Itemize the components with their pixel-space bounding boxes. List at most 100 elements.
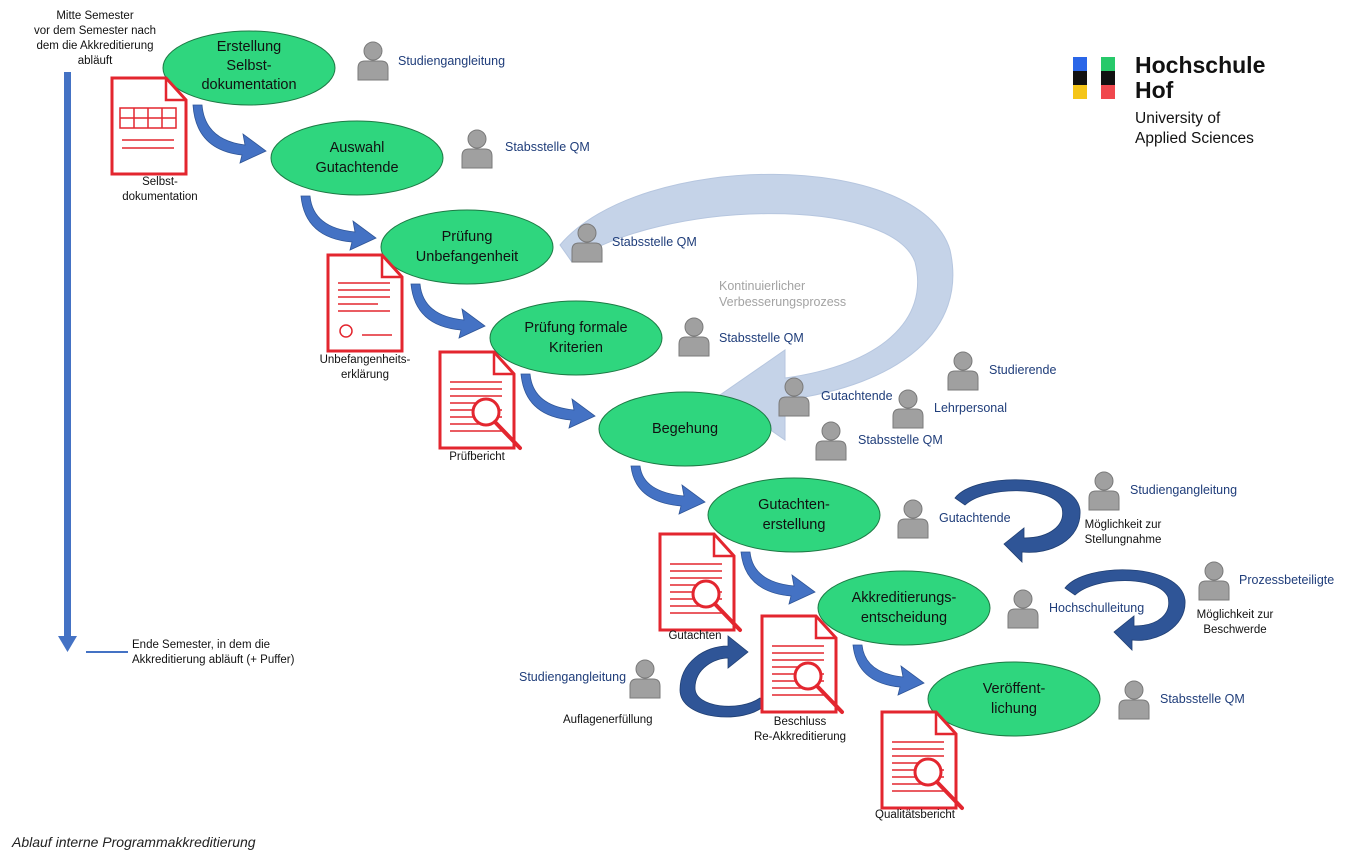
improvement-loop	[559, 173, 954, 441]
step-label-line: Erstellung	[216, 39, 282, 55]
stellungnahme-label: Möglichkeit zur Stellungnahme	[1068, 518, 1178, 548]
kvp-label-line: Kontinuierlicher	[719, 279, 806, 293]
step-label-7: Akkreditierungs- entscheidung	[818, 588, 990, 628]
step-arrows	[192, 104, 925, 696]
step-label-line: Gutachtende	[315, 160, 399, 176]
stellungnahme-label-line: Stellungnahme	[1084, 534, 1162, 546]
logo-name-line: Hochschule	[1135, 52, 1266, 78]
step-arrow-7	[852, 644, 925, 696]
step-label-line: Begehung	[651, 421, 719, 437]
documents	[110, 76, 964, 810]
role-label: Stabsstelle QM	[858, 433, 943, 447]
role-label: Gutachtende	[939, 511, 1011, 525]
improvement-loop-arrow	[559, 173, 954, 441]
step-gutachtenerstellung	[707, 477, 881, 553]
document-label: Beschluss Re-Akkreditierung	[745, 715, 855, 745]
document-label: Prüfbericht	[427, 450, 527, 465]
kvp-label-line: Verbesserungsprozess	[719, 295, 847, 309]
person-icon	[357, 41, 389, 81]
logo-mark	[1073, 57, 1115, 99]
timeline-start-label: Mitte Semester vor dem Semester nach dem…	[30, 9, 160, 69]
role-label: Studiengangleitung	[398, 54, 506, 68]
step-label-line: Auswahl	[329, 140, 385, 156]
logo-sub-line: University of	[1135, 110, 1221, 127]
person-icon	[461, 129, 493, 169]
step-akkreditierungsentscheidung	[817, 570, 991, 646]
timeline-end-line: Ende Semester, in dem die	[132, 639, 271, 651]
document-label-line: Unbefangenheits-	[319, 354, 411, 366]
step-label-line: Akkreditierungs-	[851, 590, 957, 606]
step-arrow-4	[520, 373, 596, 429]
step-label-line: Veröffent-	[982, 681, 1046, 697]
person-icon	[629, 659, 661, 699]
document-label-line: erklärung	[341, 369, 389, 381]
role-label: Stabsstelle QM	[1160, 692, 1245, 706]
person-icon	[678, 317, 710, 357]
step-label-2: Auswahl Gutachtende	[271, 138, 443, 178]
role-label: Studierende	[989, 363, 1057, 377]
feedback-loops	[679, 479, 1186, 718]
document-pruefbericht-icon	[438, 350, 522, 450]
beschwerde-label-line: Beschwerde	[1203, 624, 1267, 636]
document-qualitaetsbericht-icon	[880, 710, 964, 810]
role-label: Stabsstelle QM	[505, 140, 590, 154]
timeline-start-line: vor dem Semester nach	[33, 25, 157, 37]
step-label-line: Selbst-	[226, 58, 272, 74]
document-label-line: dokumentation	[122, 191, 198, 203]
role-label: Lehrpersonal	[934, 401, 1007, 415]
document-selbstdokumentation-icon	[110, 76, 188, 176]
step-arrow-1	[192, 104, 267, 164]
step-arrow-6	[740, 551, 816, 605]
step-label-3: Prüfung Unbefangenheit	[381, 227, 553, 267]
document-label: Unbefangenheits- erklärung	[305, 353, 425, 383]
person-icon	[1118, 680, 1150, 720]
document-label-line: Re-Akkreditierung	[753, 731, 847, 743]
person-icon	[815, 421, 847, 461]
step-label-line: Kriterien	[549, 340, 603, 356]
document-label: Gutachten	[645, 629, 745, 644]
person-icon	[892, 389, 924, 429]
stellungnahme-loop-arrow	[954, 479, 1081, 563]
document-label-line: Prüfbericht	[449, 451, 505, 463]
logo-text: Hochschule Hof University of Applied Sci…	[1135, 53, 1265, 149]
document-label: Qualitätsbericht	[860, 808, 970, 823]
figure-caption: Ablauf interne Programmakkreditierung	[12, 834, 256, 850]
step-label-line: Gutachten-	[758, 497, 830, 513]
person-icon	[1007, 589, 1039, 629]
step-label-line: dokumentation	[201, 77, 297, 93]
auflagen-label: Auflagenerfüllung	[563, 714, 653, 726]
role-label: Studiengangleitung	[1130, 483, 1238, 497]
step-label-8: Veröffent- lichung	[928, 679, 1100, 719]
step-begehung	[598, 391, 772, 467]
role-label: Hochschulleitung	[1049, 601, 1145, 615]
step-auswahl-gutachtende	[270, 120, 444, 196]
timeline-start-line: dem die Akkreditierung	[36, 40, 154, 52]
step-arrow-3	[410, 283, 486, 339]
timeline-start-line: abläuft	[77, 55, 113, 67]
step-label-1: Erstellung Selbst- dokumentation	[163, 38, 335, 95]
timeline-end-line: Akkreditierung abläuft (+ Puffer)	[132, 654, 295, 666]
kvp-label: Kontinuierlicher Verbesserungsprozess	[719, 278, 846, 310]
step-pruefung-formale-kriterien	[489, 300, 663, 376]
beschwerde-loop-arrow	[1064, 569, 1186, 651]
step-label-line: entscheidung	[860, 610, 948, 626]
timeline-start-line: Mitte Semester	[56, 10, 134, 22]
beschwerde-label-line: Möglichkeit zur	[1196, 609, 1274, 621]
step-label-6: Gutachten- erstellung	[708, 495, 880, 535]
auflagen-loop-arrow	[679, 635, 766, 718]
step-erstellung-selbstdokumentation	[162, 30, 336, 106]
timeline-arrowhead	[58, 636, 77, 652]
step-label-5: Begehung	[599, 419, 771, 439]
document-label-line: Qualitätsbericht	[875, 809, 955, 821]
step-label-line: Unbefangenheit	[415, 249, 519, 265]
step-label-line: Prüfung	[441, 229, 493, 245]
document-label-line: Beschluss	[773, 716, 827, 728]
step-ellipses	[162, 30, 1101, 737]
logo-name-line: Hof	[1135, 77, 1174, 103]
role-label: Prozessbeteiligte	[1239, 573, 1335, 587]
role-label: Stabsstelle QM	[719, 331, 804, 345]
role-label: Gutachtende	[821, 389, 893, 403]
timeline-end-label: Ende Semester, in dem die Akkreditierung…	[132, 638, 294, 668]
step-label-line: lichung	[991, 701, 1037, 717]
